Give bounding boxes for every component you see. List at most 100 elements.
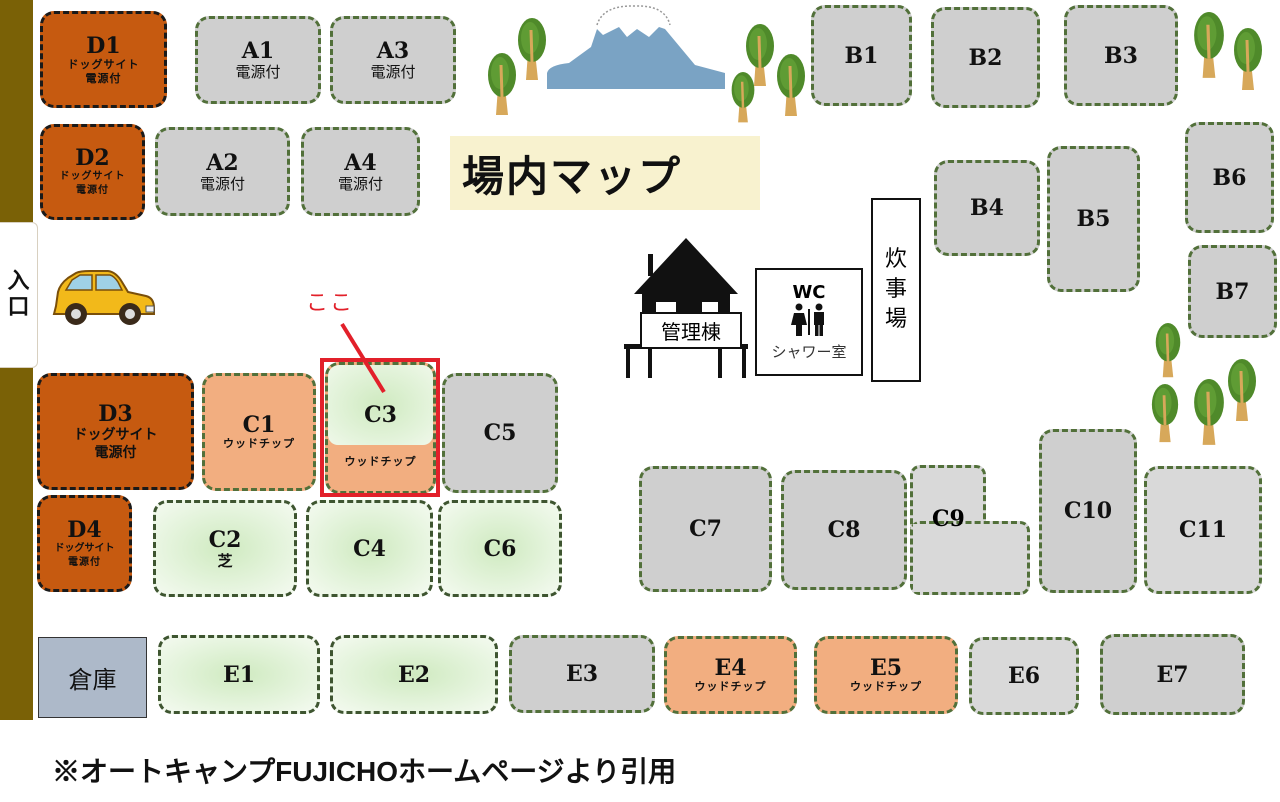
site-A1[interactable]: A1 電源付	[195, 16, 321, 104]
pointer-line-icon	[340, 322, 386, 394]
tree-icon	[730, 70, 756, 124]
site-type: ウッドチップ	[223, 437, 295, 450]
site-E5[interactable]: E5 ウッドチップ	[814, 636, 958, 714]
site-id: E5	[869, 655, 903, 681]
site-D1[interactable]: D1 ドッグサイト 電源付	[40, 11, 167, 108]
here-marker-label: ここ	[306, 291, 355, 316]
site-id: C1	[242, 412, 276, 438]
site-id: E7	[1156, 661, 1189, 688]
tree-icon	[1192, 377, 1226, 447]
site-id: C2	[208, 526, 242, 553]
tree-icon	[486, 51, 518, 117]
site-E4[interactable]: E4 ウッドチップ	[664, 636, 797, 714]
map-title-banner: 場内マップ	[450, 136, 760, 210]
entrance-label: 口	[7, 295, 30, 320]
site-power: 電源付	[370, 63, 416, 81]
site-id: A4	[344, 149, 377, 176]
site-id: E3	[565, 661, 599, 687]
site-D3[interactable]: D3 ドッグサイト 電源付	[37, 373, 194, 490]
site-id: D2	[75, 145, 110, 171]
site-power: 電源付	[94, 444, 137, 461]
storage-label: 倉庫	[68, 666, 117, 694]
site-C9[interactable]: C9	[910, 465, 1030, 595]
site-B1[interactable]: B1	[811, 5, 912, 106]
kitchen-label: 事	[884, 277, 907, 302]
site-power: 電源付	[76, 185, 109, 196]
car-icon	[52, 270, 155, 325]
site-E2[interactable]: E2	[330, 635, 498, 714]
site-type: ドッグサイト	[54, 542, 115, 554]
site-C2[interactable]: C2 芝	[153, 500, 297, 597]
site-type: ドッグサイト	[59, 171, 126, 182]
site-A3[interactable]: A3 電源付	[330, 16, 456, 104]
tree-icon	[1232, 26, 1264, 92]
site-E3[interactable]: E3	[509, 635, 655, 713]
site-B6[interactable]: B6	[1185, 122, 1274, 233]
storage-shed: 倉庫	[38, 637, 147, 718]
site-A4[interactable]: A4 電源付	[301, 127, 420, 216]
cooking-area[interactable]: 炊 事 場	[871, 198, 921, 382]
site-type: 芝	[217, 551, 233, 570]
site-power: 電源付	[199, 174, 245, 193]
site-A2[interactable]: A2 電源付	[155, 127, 290, 216]
site-C5[interactable]: C5	[442, 373, 558, 493]
site-power: 電源付	[235, 63, 281, 81]
site-id: E2	[397, 661, 431, 688]
site-id: B3	[1104, 42, 1138, 69]
kitchen-label: 場	[884, 307, 907, 332]
tree-icon	[1226, 357, 1258, 423]
site-B2[interactable]: B2	[931, 7, 1040, 108]
site-B4[interactable]: B4	[934, 160, 1040, 256]
site-id: E4	[714, 655, 747, 681]
kitchen-label: 炊	[884, 247, 907, 272]
site-id: C3	[364, 402, 397, 428]
site-id: C4	[353, 535, 386, 562]
site-type: ウッドチップ	[850, 680, 922, 693]
site-id: B6	[1212, 164, 1247, 191]
site-C4[interactable]: C4	[306, 500, 433, 597]
site-D2[interactable]: D2 ドッグサイト 電源付	[40, 124, 145, 220]
site-id: D3	[98, 400, 133, 427]
tree-icon	[775, 52, 807, 118]
site-id: B1	[844, 42, 879, 69]
entrance-label: 入	[7, 269, 30, 294]
site-id: B2	[968, 44, 1003, 71]
office-name: 管理棟	[661, 320, 721, 344]
shower-label: シャワー室	[771, 342, 847, 361]
site-type: ドッグサイト	[73, 426, 158, 443]
site-B5[interactable]: B5	[1047, 146, 1140, 292]
site-id: C8	[827, 517, 861, 543]
c9-fill	[913, 524, 983, 592]
tree-icon	[516, 16, 548, 82]
site-C6[interactable]: C6	[438, 500, 562, 597]
site-id: C9	[932, 506, 965, 532]
site-C7[interactable]: C7	[639, 466, 772, 592]
site-id: B5	[1076, 206, 1111, 232]
site-E7[interactable]: E7	[1100, 634, 1245, 715]
site-power: 電源付	[85, 71, 122, 85]
site-id: E6	[1007, 663, 1041, 689]
mountain-icon	[547, 5, 725, 89]
site-id: B4	[970, 195, 1004, 221]
tree-icon	[1192, 10, 1226, 80]
site-power: 電源付	[68, 556, 101, 568]
site-power: 電源付	[337, 174, 383, 193]
tree-icon	[1154, 321, 1182, 379]
site-id: D4	[67, 516, 102, 543]
site-E6[interactable]: E6	[969, 637, 1079, 715]
site-E1[interactable]: E1	[158, 635, 320, 714]
entrance[interactable]: 入 口	[0, 222, 38, 368]
site-id: A2	[206, 149, 239, 176]
site-id: C10	[1063, 498, 1113, 524]
site-id: C11	[1178, 517, 1228, 543]
site-id: C6	[483, 535, 517, 562]
site-C11[interactable]: C11	[1144, 466, 1262, 594]
site-B7[interactable]: B7	[1188, 245, 1277, 338]
site-type: ウッドチップ	[344, 455, 417, 468]
site-D4[interactable]: D4 ドッグサイト 電源付	[37, 495, 132, 592]
site-C1[interactable]: C1 ウッドチップ	[202, 373, 316, 491]
site-C10[interactable]: C10	[1039, 429, 1137, 593]
restroom-shower[interactable]: WC シャワー室	[755, 268, 863, 376]
site-B3[interactable]: B3	[1064, 5, 1178, 106]
site-C8[interactable]: C8	[781, 470, 907, 590]
